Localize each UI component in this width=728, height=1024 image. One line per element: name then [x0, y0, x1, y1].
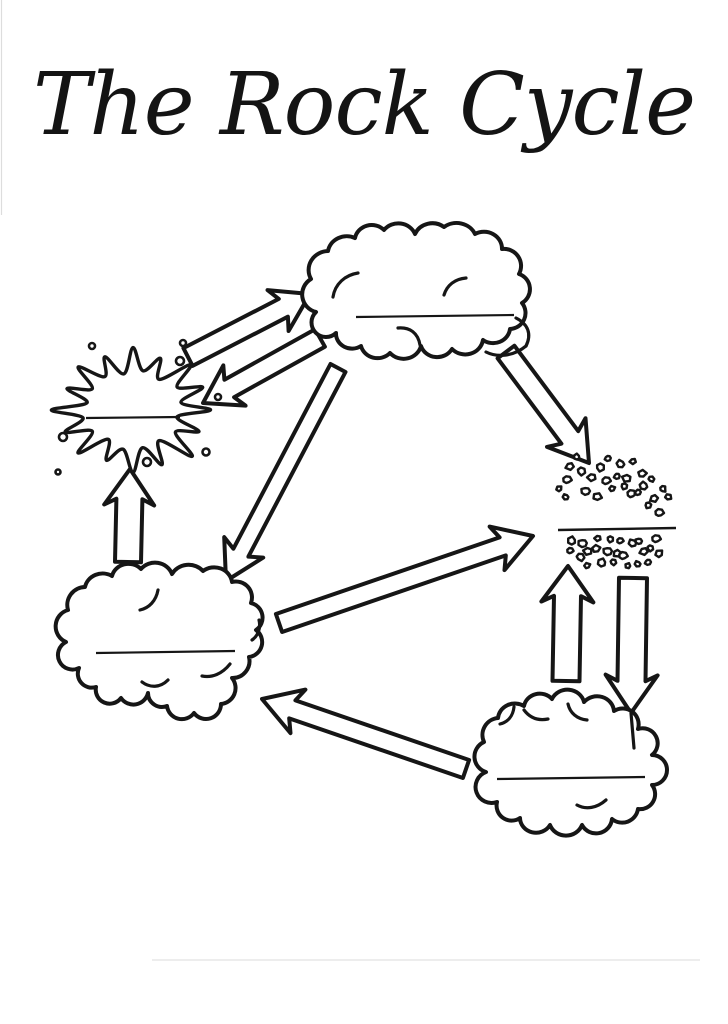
arrows-layer	[102, 288, 660, 780]
sediment-pebble	[606, 535, 615, 544]
left-rock-detail	[200, 662, 232, 679]
sediment-pebble	[567, 535, 577, 546]
left-rock-blank-line[interactable]	[95, 649, 236, 655]
bottom-rock-detail	[575, 798, 608, 810]
left-rock-blob	[53, 560, 265, 722]
bottom-right-rock-blank-line[interactable]	[496, 775, 646, 781]
sediment-pebble	[651, 534, 663, 544]
splat-droplet	[57, 431, 69, 443]
sediment-pebble	[577, 539, 588, 549]
sediment-pebble	[608, 484, 617, 493]
splat-blank-line[interactable]	[85, 415, 181, 420]
sediment-pebble	[638, 547, 649, 557]
sediment-pebble	[576, 466, 587, 477]
top-rock-detail	[514, 316, 531, 348]
magma-splat	[49, 338, 223, 476]
sediment-pebble	[555, 485, 563, 493]
sediment-pebble	[616, 537, 625, 545]
sediment-pebble	[638, 480, 649, 491]
sediment-pebble	[634, 537, 644, 546]
sediment-pebble	[620, 482, 629, 491]
splat-droplet	[54, 468, 62, 476]
top-rock-detail	[396, 326, 422, 347]
left-rock-detail	[138, 588, 160, 612]
splat-outline	[49, 345, 213, 475]
arrow-bottom-rock-to-left-rock	[260, 687, 472, 780]
sediment-pebble	[620, 473, 632, 483]
top-rock-detail	[331, 271, 360, 299]
splat-droplet	[201, 447, 211, 457]
sediment-pebble	[649, 493, 660, 503]
bottom-right-rock-blob	[472, 687, 669, 838]
sediment-blank-line[interactable]	[557, 526, 677, 532]
arrow-top-rock-to-splat	[201, 327, 327, 408]
arrow-tip-continuation	[629, 711, 636, 750]
arrow-top-rock-to-left-rock	[222, 362, 348, 583]
left-rock-outline	[53, 560, 265, 722]
sediment-pebble	[654, 507, 666, 517]
sediment-pebble	[628, 457, 637, 466]
sediment-pebble	[624, 561, 632, 570]
sediment-pebble	[647, 475, 656, 483]
sediment-pebble	[654, 549, 664, 559]
worksheet-title: The Rock Cycle	[32, 55, 696, 155]
top-rock-detail	[442, 276, 468, 297]
sediment-pebble	[562, 475, 573, 485]
splat-droplet	[213, 392, 223, 402]
splat-droplet	[141, 456, 153, 468]
sediment-pebble	[583, 561, 592, 570]
sediment-pebble	[663, 493, 673, 501]
sediment-pebble	[593, 534, 602, 543]
top-rock-blob	[300, 221, 532, 361]
sediment-pebble	[646, 544, 655, 553]
arrow-left-rock-to-sediment	[273, 524, 535, 634]
sediment-pebble	[659, 484, 667, 493]
sediment-pebble	[572, 452, 581, 461]
sediment-pebble	[575, 552, 586, 563]
sediment-pebble	[595, 462, 605, 473]
bottom-rock-detail	[522, 708, 550, 722]
sediment-pebble	[633, 488, 642, 497]
splat-droplet	[174, 355, 186, 367]
arrow-sediment-to-bottom-rock	[603, 575, 660, 715]
bottom-right-rock-outline	[472, 687, 669, 838]
sediment-pebble	[581, 546, 593, 556]
left-rock-detail	[250, 618, 262, 642]
sediment-pebble	[566, 546, 575, 555]
sediment-pebble	[564, 462, 575, 472]
sediment-pebble	[585, 473, 597, 483]
sediment-pebble	[580, 486, 592, 497]
sediment-pebble	[602, 547, 614, 557]
top-rock-detail	[484, 344, 528, 357]
sediment-pebble	[643, 558, 653, 567]
sediment-pebble	[596, 557, 607, 568]
splat-droplet	[87, 341, 97, 351]
sediment-pebble	[609, 558, 618, 567]
arrow-top-rock-to-sediment	[495, 343, 591, 465]
bottom-rock-detail	[566, 702, 589, 722]
top-rock-outline	[300, 221, 532, 361]
arrow-left-rock-to-splat	[102, 467, 157, 565]
arrow-splat-to-top-rock	[181, 288, 312, 368]
sediment-pebble	[644, 501, 653, 510]
sediment-pebble	[637, 468, 648, 478]
arrow-bottom-rock-to-sediment	[539, 564, 596, 684]
top-rock-blank-line[interactable]	[355, 313, 515, 319]
sediment-pebble	[561, 493, 570, 501]
sediment-pebble	[615, 458, 626, 469]
bottom-rock-detail	[498, 705, 516, 726]
sediment-pebble	[601, 476, 613, 486]
sediment-pebble	[591, 543, 602, 553]
sediment-pebble	[592, 492, 604, 502]
sediment-pebble	[633, 559, 642, 568]
sediment-particles	[555, 452, 677, 570]
splat-droplet	[178, 338, 188, 348]
sediment-pebble	[612, 472, 621, 481]
sediment-pebble	[603, 454, 612, 463]
left-rock-detail	[140, 678, 170, 688]
sediment-pebble	[618, 550, 629, 561]
